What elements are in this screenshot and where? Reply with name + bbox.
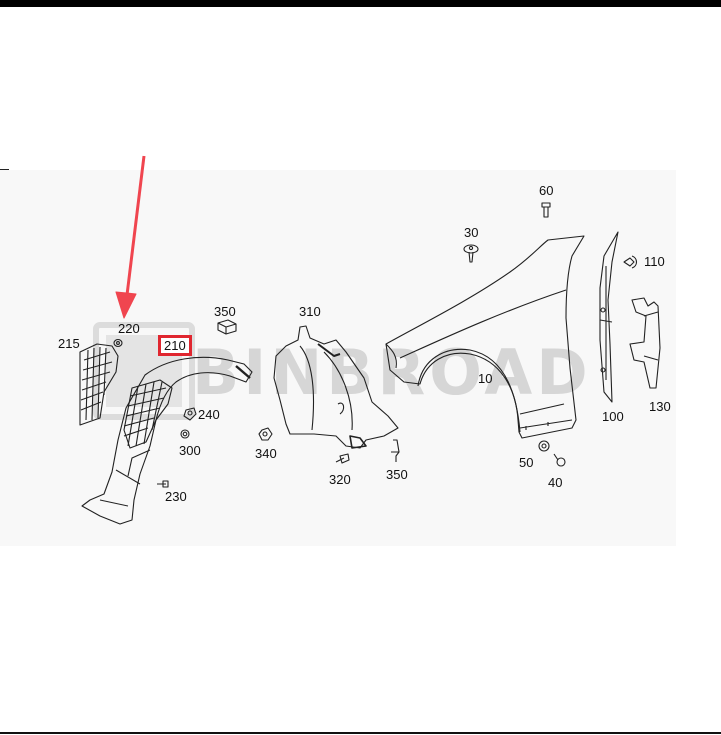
part-label-230: 240 bbox=[198, 407, 220, 422]
part-label-60: 60 bbox=[539, 183, 554, 198]
part-60-drawing bbox=[541, 202, 551, 218]
part-label-220: 230 bbox=[165, 489, 187, 504]
part-40-drawing bbox=[553, 453, 566, 467]
part-label-340: 340 bbox=[255, 446, 277, 461]
part-label-110: 110 bbox=[644, 254, 665, 269]
part-label-310: 320 bbox=[329, 472, 351, 487]
part-350-drawing bbox=[217, 319, 237, 335]
part-label-10: 10 bbox=[478, 371, 493, 386]
part-label-30: 30 bbox=[464, 225, 479, 240]
part-220-drawing bbox=[157, 480, 169, 488]
bottom-divider bbox=[0, 732, 721, 734]
pointer-arrow-icon bbox=[115, 155, 146, 319]
part-label-320: 350 bbox=[386, 467, 408, 482]
part-50-drawing bbox=[538, 440, 550, 452]
part-label-200-highlighted: 210 bbox=[158, 335, 192, 356]
part-130-drawing bbox=[629, 297, 661, 389]
part-30-drawing bbox=[463, 244, 479, 263]
part-110-drawing bbox=[623, 255, 638, 269]
part-label-215: 220 bbox=[118, 321, 140, 336]
part-300-drawing bbox=[273, 325, 399, 449]
part-label-240: 300 bbox=[179, 443, 201, 458]
part-215-drawing bbox=[113, 338, 123, 348]
part-label-210: 215 bbox=[58, 336, 80, 351]
part-10-drawing bbox=[385, 235, 585, 439]
part-label-350: 350 bbox=[214, 304, 236, 319]
part-340-drawing bbox=[258, 427, 273, 441]
part-240-drawing bbox=[180, 429, 190, 439]
part-320-drawing bbox=[391, 439, 400, 462]
part-label-40: 40 bbox=[548, 475, 563, 490]
part-label-300: 310 bbox=[299, 304, 321, 319]
top-bar bbox=[0, 0, 721, 7]
part-label-50: 50 bbox=[519, 455, 534, 470]
part-310-drawing bbox=[335, 453, 350, 464]
part-100-drawing bbox=[599, 231, 619, 403]
left-edge-tick bbox=[0, 169, 9, 170]
part-label-100: 100 bbox=[602, 409, 624, 424]
part-210-drawing bbox=[79, 343, 119, 426]
part-230-drawing bbox=[183, 407, 197, 421]
part-label-130: 130 bbox=[649, 399, 671, 414]
part-200-drawing bbox=[81, 356, 253, 525]
